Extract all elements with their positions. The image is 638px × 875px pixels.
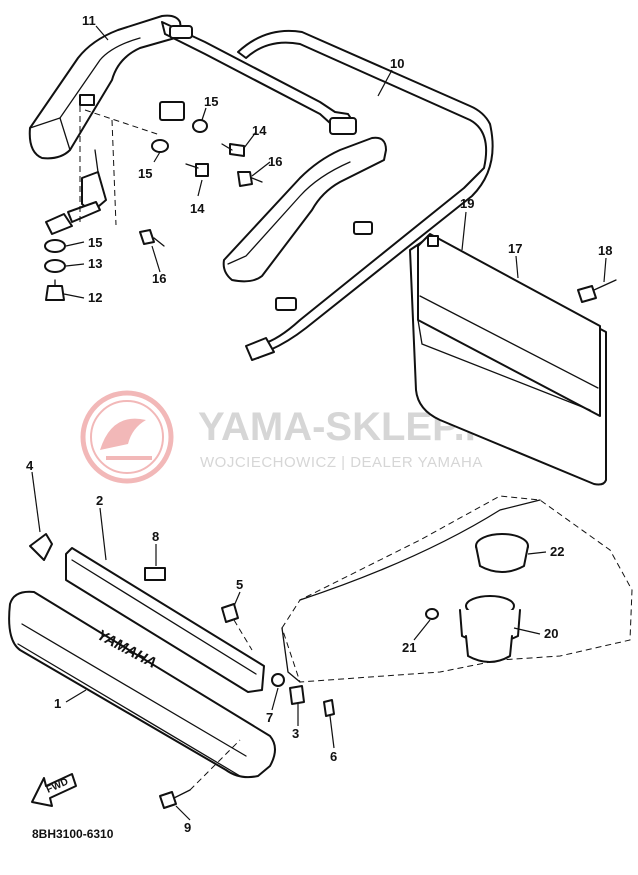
washer-15-icon (44, 239, 66, 253)
washer-7-icon (271, 673, 285, 687)
bolt-14a-icon (229, 143, 245, 157)
washer-15c-icon (192, 119, 208, 133)
part-11-left-carrier (28, 14, 183, 160)
part-2-plate (65, 547, 265, 693)
callout-9: 9 (184, 820, 191, 835)
clip-4-icon (29, 533, 53, 561)
diagram-code: 8BH3100-6310 (32, 827, 114, 841)
rivet-16b-icon (139, 229, 155, 245)
callout-5: 5 (236, 577, 243, 592)
callout-22: 22 (550, 544, 564, 559)
leader-lines (31, 25, 607, 821)
callout-17: 17 (508, 241, 522, 256)
callout-21: 21 (402, 640, 416, 655)
callout-labels: 11 10 15 14 15 16 14 15 13 12 16 19 17 1… (26, 13, 612, 835)
callout-19: 19 (460, 196, 474, 211)
callout-16a: 16 (268, 154, 282, 169)
callout-4: 4 (26, 458, 34, 473)
bolt-14b-icon (195, 163, 209, 177)
cap-20-icon (459, 595, 521, 663)
cap-22-icon (475, 533, 529, 573)
rack-frame (161, 21, 357, 135)
callout-7: 7 (266, 710, 273, 725)
right-carrier (222, 136, 387, 283)
callout-2: 2 (96, 493, 103, 508)
callout-1: 1 (54, 696, 61, 711)
callout-14b: 14 (190, 201, 205, 216)
bracket-3-icon (289, 685, 305, 705)
callout-18: 18 (598, 243, 612, 258)
fuel-tank (281, 495, 633, 683)
callout-10: 10 (390, 56, 404, 71)
callout-15a: 15 (204, 94, 218, 109)
fasteners-upper (139, 119, 263, 247)
callout-15c: 15 (88, 235, 102, 250)
callout-13: 13 (88, 256, 102, 271)
screw-9-icon (159, 791, 177, 809)
washer-15b-icon (151, 139, 169, 153)
part-19-mud-flap (409, 233, 607, 486)
clip-6-icon (323, 699, 335, 717)
fastener-stack-left (44, 239, 66, 301)
watermark-subtitle: WOJCIECHOWICZ | DEALER YAMAHA (200, 454, 483, 471)
callout-8: 8 (152, 529, 159, 544)
callout-6: 6 (330, 749, 337, 764)
bolt-5-icon (221, 603, 239, 623)
bolt-18-icon (577, 279, 617, 303)
part-10-tubular-bar (237, 29, 494, 361)
label-8-icon (144, 567, 166, 581)
callout-16b: 16 (152, 271, 166, 286)
bracket-assembly (45, 94, 185, 235)
rivet-16a-icon (237, 171, 253, 187)
callout-11: 11 (82, 13, 96, 28)
screw-21-icon (425, 608, 439, 620)
callout-3: 3 (292, 726, 299, 741)
callout-15b: 15 (138, 166, 152, 181)
nut-12-icon (45, 285, 65, 301)
small-parts (29, 533, 335, 809)
washer-13-icon (44, 259, 66, 273)
callout-12: 12 (88, 290, 102, 305)
callout-14a: 14 (252, 123, 267, 138)
fwd-arrow-icon: FWD (31, 773, 77, 807)
callout-20: 20 (544, 626, 558, 641)
watermark-logo-icon (80, 390, 174, 484)
